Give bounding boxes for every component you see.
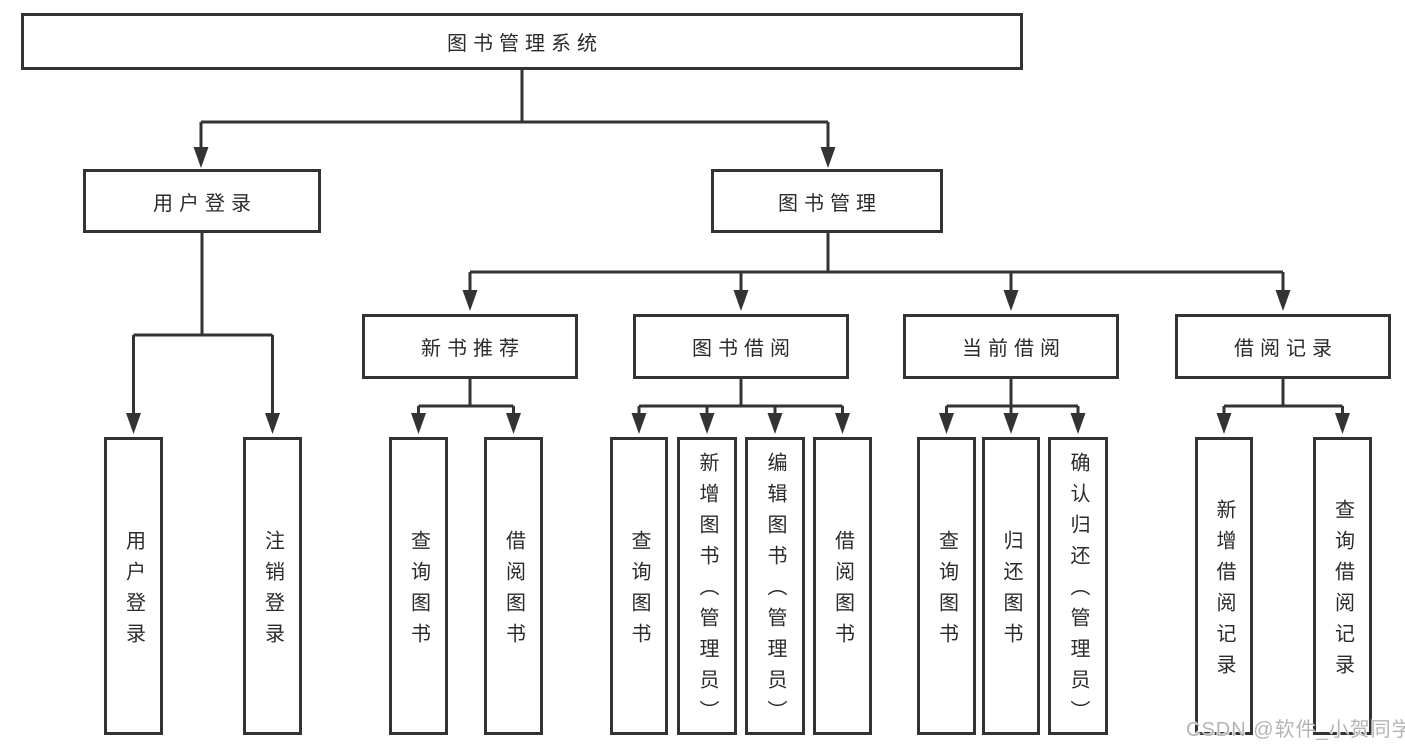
- node-label: 确认归还（管理员）: [1067, 452, 1089, 731]
- leaf-add-books-admin: 新增图书（管理员）: [677, 437, 737, 735]
- node-label: 新书推荐: [421, 338, 525, 360]
- node-label: 用户登录: [153, 192, 257, 215]
- node-new-book-recommendation: 新书推荐: [362, 314, 578, 379]
- leaf-query-books-recommend: 查询图书: [389, 437, 448, 735]
- node-user-login: 用户登录: [83, 169, 321, 233]
- node-label: 归还图书: [1000, 529, 1022, 654]
- leaf-borrow-books-borrowing: 借阅图书: [813, 437, 872, 735]
- node-label: 图书管理: [778, 192, 882, 215]
- node-book-borrowing: 图书借阅: [633, 314, 849, 379]
- node-label: 查询图书: [935, 529, 958, 654]
- node-current-borrowing: 当前借阅: [903, 314, 1119, 379]
- node-label: 当前借阅: [962, 338, 1066, 360]
- node-label: 注销登录: [261, 529, 284, 654]
- leaf-query-borrow-record: 查询借阅记录: [1313, 437, 1372, 735]
- leaf-edit-books-admin: 编辑图书（管理员）: [745, 437, 805, 735]
- leaf-borrow-books-recommend: 借阅图书: [484, 437, 543, 735]
- node-label: 借阅记录: [1234, 338, 1338, 360]
- node-label: 借阅图书: [831, 529, 854, 654]
- node-label: 借阅图书: [502, 529, 525, 654]
- leaf-add-borrow-record: 新增借阅记录: [1195, 437, 1253, 735]
- node-label: 编辑图书（管理员）: [764, 452, 786, 731]
- node-book-management: 图书管理: [711, 169, 943, 233]
- node-label: 查询图书: [407, 529, 430, 654]
- leaf-logout: 注销登录: [243, 437, 302, 735]
- node-label: 查询借阅记录: [1331, 498, 1354, 685]
- node-label: 用户登录: [122, 529, 145, 654]
- node-borrowing-records: 借阅记录: [1175, 314, 1391, 379]
- leaf-return-books: 归还图书: [982, 437, 1040, 735]
- leaf-confirm-return-admin: 确认归还（管理员）: [1048, 437, 1108, 735]
- leaf-query-books-borrowing: 查询图书: [610, 437, 668, 735]
- node-label: 新增图书（管理员）: [696, 452, 718, 731]
- node-label: 查询图书: [628, 529, 650, 654]
- node-label: 图书借阅: [692, 338, 796, 360]
- leaf-user-login: 用户登录: [104, 437, 163, 735]
- node-library-management-system: 图书管理系统: [21, 13, 1023, 70]
- leaf-query-books-current: 查询图书: [917, 437, 976, 735]
- node-label: 新增借阅记录: [1213, 498, 1235, 685]
- csdn-watermark: CSDN @软件_小贺同学: [1186, 719, 1405, 741]
- node-label: 图书管理系统: [447, 33, 603, 55]
